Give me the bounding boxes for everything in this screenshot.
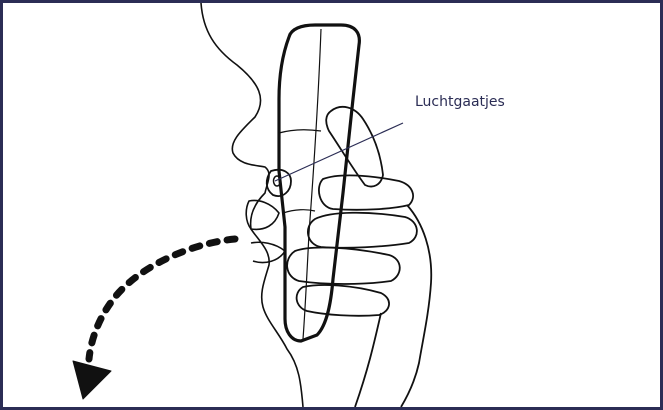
inhaler-band-upper [279, 130, 321, 133]
hand-finger-3 [287, 248, 400, 284]
hand-palm-wrist [355, 205, 431, 407]
arrowhead-icon [73, 361, 111, 399]
callout-leader-line [275, 123, 403, 181]
inhaler-seam [303, 29, 321, 339]
hand-finger-2 [308, 213, 417, 248]
callout-label-air-holes: Luchtgaatjes [415, 94, 505, 110]
dotted-arrow-path [89, 239, 235, 359]
face-profile [201, 3, 303, 407]
hand-finger-1 [319, 175, 413, 209]
hand-finger-4 [297, 285, 389, 316]
illustration-canvas [3, 3, 660, 407]
